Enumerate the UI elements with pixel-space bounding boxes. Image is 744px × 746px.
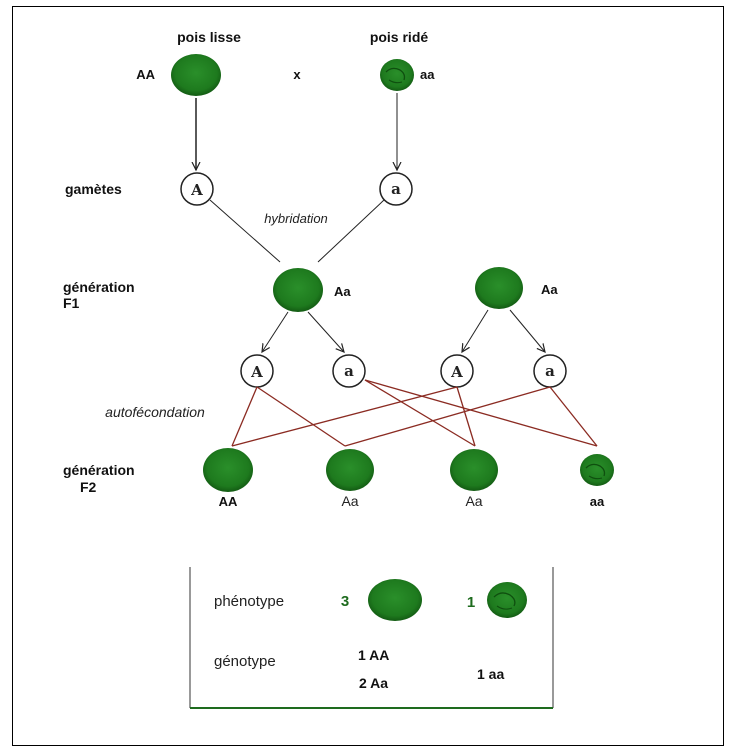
f1-gamete-2: a [332,354,366,388]
arrow-f1-right-to-a [509,309,545,352]
phenotype-wrinkled-count: 1 [467,594,475,611]
phenotype-smooth-pea [368,579,422,621]
f1-label-line2: F1 [63,295,80,311]
hybridation-label: hybridation [264,211,328,226]
smooth-pea-parent [171,54,221,96]
arrow-f1-left-to-A [262,311,289,352]
gametes-label: gamètes [65,181,122,197]
phenotype-label: phénotype [214,593,284,610]
svg-text:a: a [545,362,555,380]
cross-symbol: x [293,67,301,82]
f2-pea-3 [450,449,498,491]
f1-pea-right [475,267,523,309]
gamete-circle-a: a [379,172,413,206]
hybridation-line-left [209,199,281,263]
f2-pea-4-wrinkled [580,454,614,486]
autofecondation-label: autofécondation [105,404,205,420]
arrow-f1-left-to-a [307,311,344,352]
f1-genotype-left: Aa [334,284,351,299]
parent-wrinkled-genotype: aa [420,67,435,82]
f2-label-line1: génération [63,462,135,478]
parent-smooth-label: pois lisse [177,29,241,45]
svg-text:A: A [190,181,203,199]
genotype-count-aa: 1 aa [477,666,504,682]
wrinkled-pea-parent [380,59,414,91]
arrow-f1-right-to-A [462,309,489,352]
svg-text:a: a [391,180,401,198]
f2-genotype-1: AA [219,494,238,509]
f2-pea-1 [203,448,253,492]
f1-gamete-4: a [533,354,567,388]
f1-gamete-1: A [240,354,274,388]
hybridation-line-right [317,199,385,263]
f1-pea-left [273,268,323,312]
f2-genotype-2: Aa [341,493,358,509]
fertilization-lines [231,379,598,447]
phenotype-wrinkled-pea [487,582,527,618]
genotype-count-AA: 1 AA [358,647,389,663]
gamete-circle-A: A [180,172,214,206]
mendel-cross-diagram: pois lisse pois ridé AA x aa gamètes A a… [63,29,614,709]
f1-label-line1: génération [63,279,135,295]
f2-pea-2 [326,449,374,491]
svg-text:A: A [250,363,263,381]
f2-label-line2: F2 [80,479,97,495]
svg-text:A: A [450,363,463,381]
f1-gamete-3: A [440,354,474,388]
f2-genotype-3: Aa [465,493,482,509]
parent-smooth-genotype: AA [136,67,155,82]
summary-box [189,567,554,709]
genotype-count-Aa: 2 Aa [359,675,388,691]
f2-genotype-4: aa [590,494,605,509]
genotype-label: génotype [214,653,276,670]
f1-genotype-right: Aa [541,282,558,297]
phenotype-smooth-count: 3 [341,593,349,610]
svg-text:a: a [344,362,354,380]
parent-wrinkled-label: pois ridé [370,29,429,45]
